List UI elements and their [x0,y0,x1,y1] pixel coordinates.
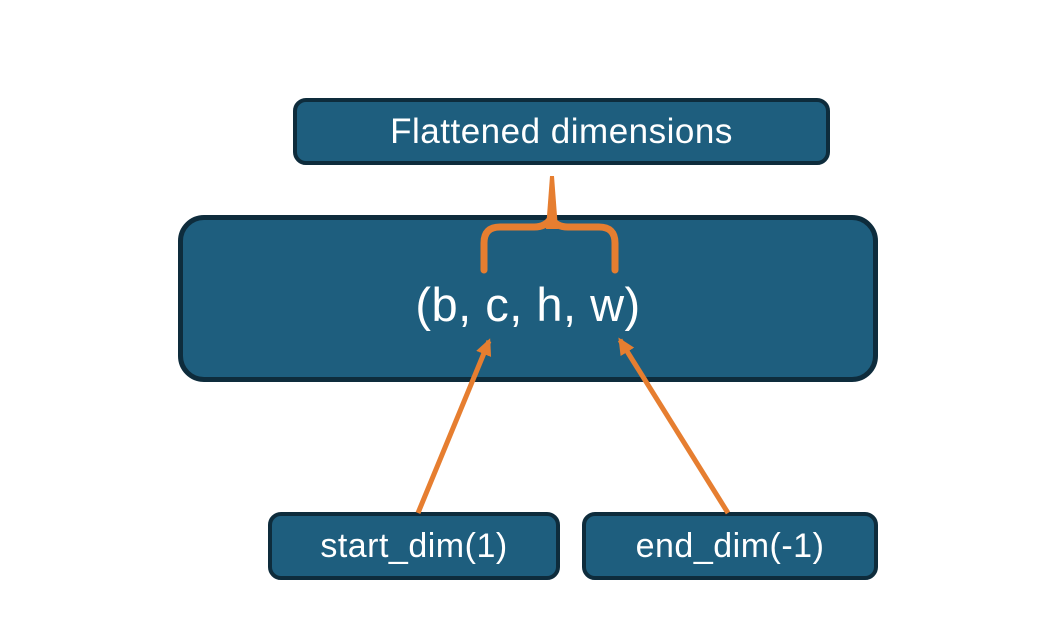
end-dim-label: end_dim(-1) [635,526,825,565]
node-start-dim: start_dim(1) [268,512,560,580]
node-tensor-shape: (b, c, h, w) [178,215,878,382]
start-dim-label: start_dim(1) [320,526,508,565]
node-flattened-dimensions: Flattened dimensions [293,98,830,165]
node-end-dim: end_dim(-1) [582,512,878,580]
flattened-dimensions-label: Flattened dimensions [390,111,733,151]
tensor-shape-label: (b, c, h, w) [415,278,641,331]
